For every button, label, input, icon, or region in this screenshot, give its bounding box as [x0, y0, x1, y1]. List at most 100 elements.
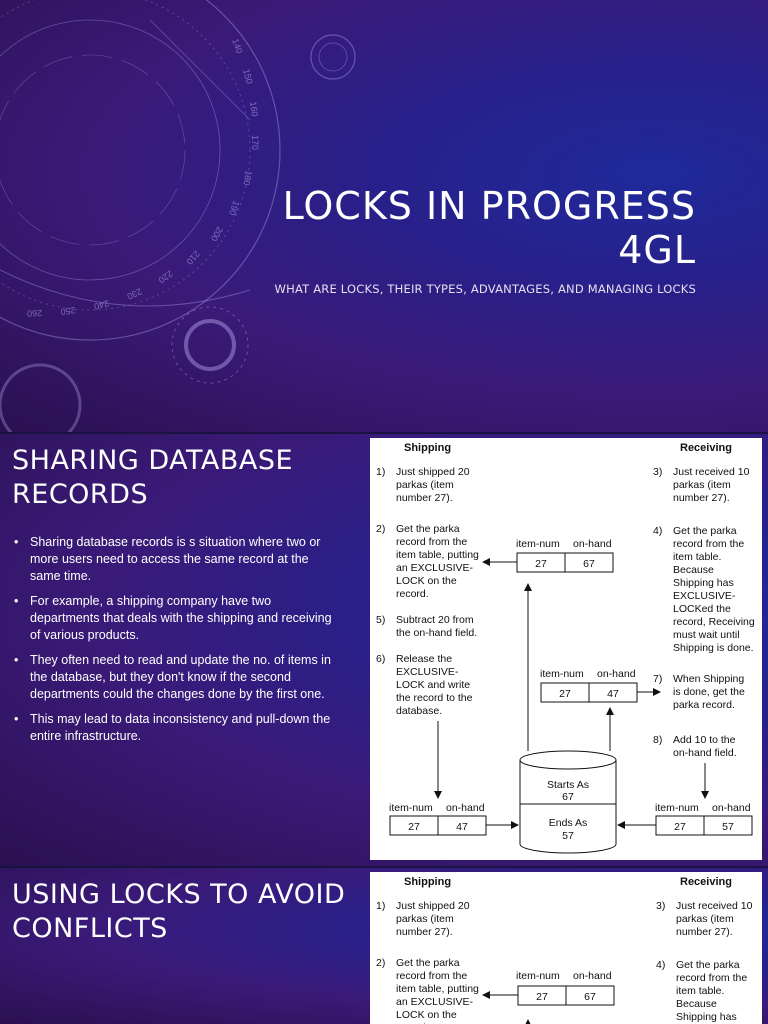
dial-number: 210	[184, 249, 201, 267]
step-number: 8)	[653, 734, 662, 746]
slide-title: USING LOCKS TO AVOID CONFLICTS	[12, 878, 345, 946]
record-value: 67	[583, 558, 595, 570]
step-text: Because	[673, 564, 714, 576]
record-value: 47	[456, 821, 468, 833]
step-text: must wait until	[673, 629, 740, 641]
db-starts-value: 67	[562, 791, 574, 803]
receiving-header: Receiving	[680, 442, 732, 454]
dial-number: 160	[248, 101, 260, 117]
step-number: 4)	[653, 525, 662, 537]
column-label: item-num	[540, 668, 584, 680]
step-number: 3)	[653, 466, 662, 478]
step-text: is done, get the	[673, 686, 745, 698]
step-text: record from the	[673, 538, 744, 550]
step-text: Shipping has	[676, 1011, 737, 1023]
column-label: on-hand	[573, 970, 612, 982]
bullet-item: Sharing database records is s situation …	[12, 534, 342, 585]
record-value: 47	[607, 688, 619, 700]
step-text: record from the	[676, 972, 747, 984]
step-number: 1)	[376, 466, 385, 478]
step-text: Just shipped 20	[396, 900, 470, 912]
dial-number: 260	[27, 308, 42, 319]
bullet-item: This may lead to data inconsistency and …	[12, 711, 342, 745]
step-text: Just shipped 20	[396, 466, 470, 478]
step-text: item table, putting	[396, 983, 479, 995]
dial-number: 170	[250, 135, 260, 150]
sharing-records-slide: SHARING DATABASE RECORDS Sharing databas…	[0, 434, 768, 866]
step-text: LOCK and write	[396, 679, 470, 691]
dial-number: 140	[230, 37, 245, 55]
dial-number: 150	[241, 68, 255, 85]
step-text: Get the parka	[396, 957, 460, 969]
decorative-dial-graphic: 140 150 160 170 180 190 200 210 220 230 …	[0, 0, 356, 432]
title-line: RECORDS	[12, 479, 149, 510]
db-ends-value: 57	[562, 830, 574, 842]
step-number: 7)	[653, 673, 662, 685]
presentation-title: LOCKS IN PROGRESS 4GL	[283, 184, 696, 272]
step-text: Shipping is done.	[673, 642, 754, 654]
step-text: an EXCLUSIVE-	[396, 996, 474, 1008]
step-number: 3)	[656, 900, 665, 912]
shipping-header: Shipping	[404, 442, 451, 454]
dial-number: 190	[227, 199, 242, 217]
step-text: item table, putting	[396, 549, 479, 561]
column-label: item-num	[389, 802, 433, 814]
step-number: 6)	[376, 653, 385, 665]
title-slide: 140 150 160 170 180 190 200 210 220 230 …	[0, 0, 768, 432]
record-value: 67	[584, 991, 596, 1003]
step-text: Because	[676, 998, 717, 1010]
bullet-list: Sharing database records is s situation …	[12, 534, 342, 753]
record-locking-diagram-partial: Shipping Receiving 1) Just shipped 20 pa…	[370, 872, 762, 1024]
step-text: Subtract 20 from	[396, 614, 474, 626]
step-number: 5)	[376, 614, 385, 626]
step-text: the record to the	[396, 692, 473, 704]
db-ends-label: Ends As	[549, 817, 588, 829]
step-text: number 27).	[396, 492, 453, 504]
step-text: Shipping has	[673, 577, 734, 589]
bullet-item: They often need to read and update the n…	[12, 652, 342, 703]
step-text: parkas (item	[396, 479, 454, 491]
step-number: 2)	[376, 957, 385, 969]
step-text: record, Receiving	[673, 616, 755, 628]
step-text: the on-hand field.	[396, 627, 477, 639]
db-starts-label: Starts As	[547, 779, 589, 791]
step-text: Get the parka	[396, 523, 460, 535]
step-text: on-hand field.	[673, 747, 737, 759]
step-text: number 27).	[673, 492, 730, 504]
title-line: 4GL	[618, 228, 696, 272]
record-value: 27	[535, 558, 547, 570]
step-text: Just received 10	[673, 466, 750, 478]
step-text: Add 10 to the	[673, 734, 736, 746]
step-text: parka record.	[673, 699, 735, 711]
step-text: record from the	[396, 536, 467, 548]
step-text: Get the parka	[676, 959, 740, 971]
dial-number: 250	[60, 305, 76, 317]
step-text: LOCK on the	[396, 575, 457, 587]
column-label: item-num	[516, 970, 560, 982]
dial-number: 230	[126, 286, 144, 301]
record-value: 27	[674, 821, 686, 833]
title-line: CONFLICTS	[12, 913, 168, 944]
column-label: on-hand	[573, 538, 612, 550]
title-line: USING LOCKS TO AVOID	[12, 879, 346, 910]
step-text: number 27).	[676, 926, 733, 938]
step-text: Just received 10	[676, 900, 753, 912]
dial-number: 180	[241, 170, 253, 187]
step-text: item table.	[673, 551, 721, 563]
step-text: EXCLUSIVE-	[673, 590, 736, 602]
column-label: item-num	[655, 802, 699, 814]
step-text: When Shipping	[673, 673, 744, 685]
step-number: 4)	[656, 959, 665, 971]
step-text: record.	[396, 588, 429, 600]
step-text: record.	[396, 1022, 429, 1024]
step-text: parkas (item	[396, 913, 454, 925]
step-text: LOCK on the	[396, 1009, 457, 1021]
step-text: item table.	[676, 985, 724, 997]
column-label: on-hand	[712, 802, 751, 814]
using-locks-slide: USING LOCKS TO AVOID CONFLICTS Shipping …	[0, 868, 768, 1024]
step-number: 2)	[376, 523, 385, 535]
step-text: Get the parka	[673, 525, 737, 537]
step-number: 1)	[376, 900, 385, 912]
step-text: an EXCLUSIVE-	[396, 562, 474, 574]
column-label: on-hand	[446, 802, 485, 814]
